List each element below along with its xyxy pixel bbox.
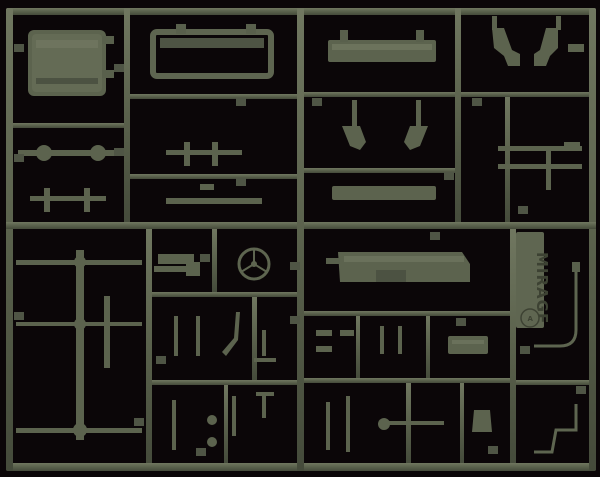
part-chassis-plate	[326, 252, 470, 282]
part-axle-left	[18, 145, 114, 212]
part-long-bar	[332, 186, 436, 200]
part-steering-wheel	[237, 247, 271, 281]
part-brackets	[492, 16, 584, 66]
part-frame-panel	[150, 24, 274, 79]
part-small-seat	[154, 254, 200, 276]
part-bottom-bits	[172, 392, 578, 454]
brand-tag: MIRAGE A	[516, 232, 551, 328]
part-center-link	[166, 142, 262, 204]
part-battery	[448, 336, 488, 354]
part-box-tank	[28, 30, 114, 96]
part-clips	[316, 326, 402, 354]
part-leaf-springs	[498, 142, 582, 190]
part-chassis-rods	[16, 250, 142, 440]
part-bumper	[328, 30, 436, 62]
part-levers	[342, 100, 428, 150]
brand-label: MIRAGE	[533, 252, 551, 324]
sprue-gates	[14, 44, 586, 456]
circle-label: A	[528, 315, 534, 323]
part-pedals	[174, 312, 276, 362]
sprue-frame	[6, 8, 596, 471]
part-curved-rod	[534, 262, 580, 348]
